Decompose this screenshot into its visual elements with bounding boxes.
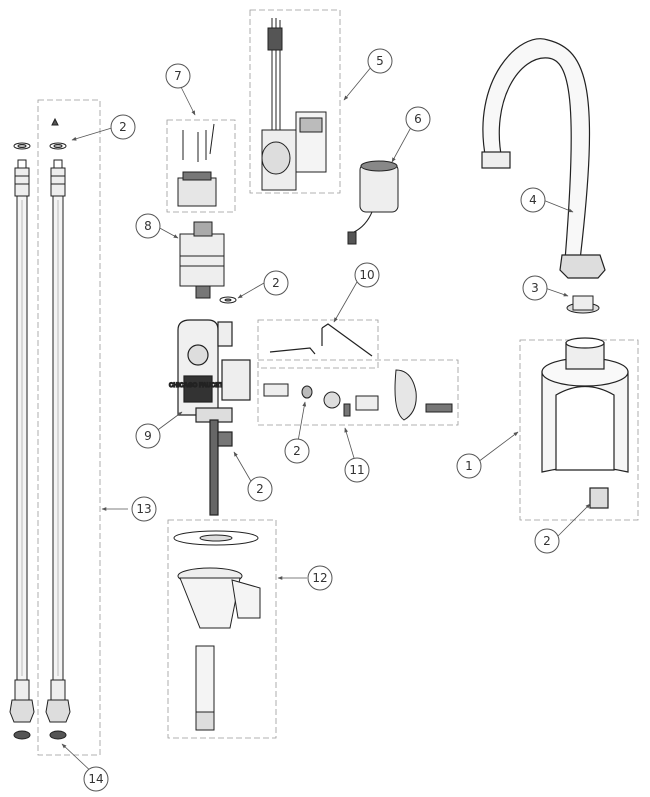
svg-text:9: 9	[144, 429, 152, 443]
callout-11: 11	[344, 457, 370, 483]
box-item-5	[249, 9, 341, 194]
callout-2e: 2	[534, 528, 560, 554]
callouts: 1 2 2 2 2 2 3 4 5 6 7 8 9 10 11 12 13 14	[83, 48, 560, 792]
svg-text:5: 5	[376, 54, 384, 68]
solenoid-assembly	[261, 18, 327, 191]
svg-text:2: 2	[543, 534, 551, 548]
callout-3: 3	[522, 275, 548, 301]
svg-text:2: 2	[293, 444, 301, 458]
svg-text:2: 2	[119, 120, 127, 134]
callout-12: 12	[307, 565, 333, 591]
svg-text:2: 2	[272, 276, 280, 290]
callout-2d: 2	[284, 438, 310, 464]
supply-hose-left	[9, 142, 35, 740]
faucet-cover	[541, 337, 629, 509]
svg-text:11: 11	[349, 463, 364, 477]
svg-text:3: 3	[531, 281, 539, 295]
svg-text:7: 7	[174, 69, 182, 83]
svg-text:2: 2	[256, 482, 264, 496]
washers	[219, 296, 237, 304]
brand-logo: CHICAGO FAUCETS	[169, 383, 227, 389]
svg-text:6: 6	[414, 112, 422, 126]
callout-6: 6	[405, 106, 431, 132]
svg-text:8: 8	[144, 219, 152, 233]
mounting-hardware	[173, 530, 261, 731]
callout-13: 13	[131, 496, 157, 522]
svg-text:10: 10	[359, 268, 374, 282]
box-item-12	[167, 519, 277, 739]
callout-10: 10	[354, 262, 380, 288]
box-item-11	[257, 359, 459, 426]
callout-7: 7	[165, 63, 191, 89]
callout-8: 8	[135, 213, 161, 239]
svg-text:12: 12	[312, 571, 327, 585]
svg-text:14: 14	[88, 772, 103, 786]
hex-key-and-lever	[269, 323, 373, 357]
callout-1: 1	[456, 453, 482, 479]
callout-5: 5	[367, 48, 393, 74]
leader-lines	[61, 65, 591, 777]
group-boxes	[37, 9, 639, 756]
callout-14: 14	[83, 766, 109, 792]
box-item-7	[166, 119, 236, 213]
box-supply-hoses	[37, 99, 101, 756]
callout-4: 4	[520, 187, 546, 213]
battery-box	[347, 160, 399, 245]
valve-cartridge	[179, 221, 225, 299]
svg-text:13: 13	[136, 502, 151, 516]
small-parts-kit	[263, 369, 453, 421]
svg-text:4: 4	[529, 193, 537, 207]
valve-body: CHICAGO FAUCETS	[168, 319, 251, 516]
callout-9: 9	[135, 423, 161, 449]
callout-2b: 2	[263, 270, 289, 296]
gooseneck-spout	[481, 38, 606, 279]
svg-text:1: 1	[465, 459, 473, 473]
box-item-10	[257, 319, 379, 369]
callout-2a: 2	[110, 114, 136, 140]
supply-hose-right	[45, 117, 71, 740]
callout-2c: 2	[247, 476, 273, 502]
spout-adapter	[566, 295, 600, 314]
screws-and-clip	[177, 123, 217, 207]
